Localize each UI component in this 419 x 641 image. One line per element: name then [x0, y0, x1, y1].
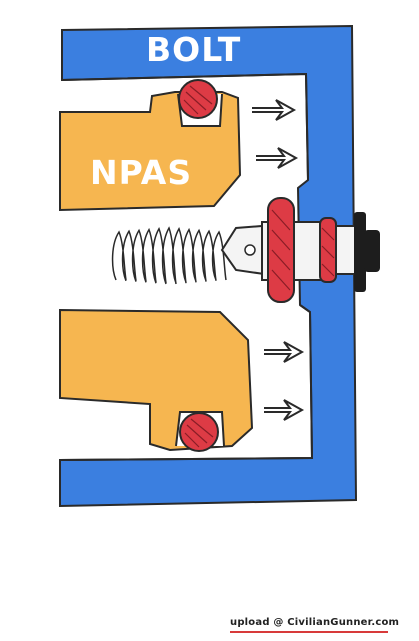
- right-arrow-icon: [256, 147, 299, 169]
- lower-pin: [179, 412, 219, 452]
- right-arrow-icon: [264, 341, 305, 363]
- right-arrow-icon: [264, 399, 305, 421]
- watermark: upload @ CivilianGunner.com: [230, 617, 400, 628]
- bolt-label: BOLT: [146, 30, 242, 69]
- npas-label: NPAS: [90, 153, 193, 192]
- upper-pin: [178, 79, 218, 119]
- coil-spring-icon: [111, 226, 227, 285]
- firing-pin-assembly: [220, 197, 380, 303]
- npas-lower-block: [59, 308, 254, 452]
- watermark-underline: [230, 631, 388, 633]
- right-arrow-icon: [252, 99, 297, 121]
- bolt-body: [59, 24, 358, 508]
